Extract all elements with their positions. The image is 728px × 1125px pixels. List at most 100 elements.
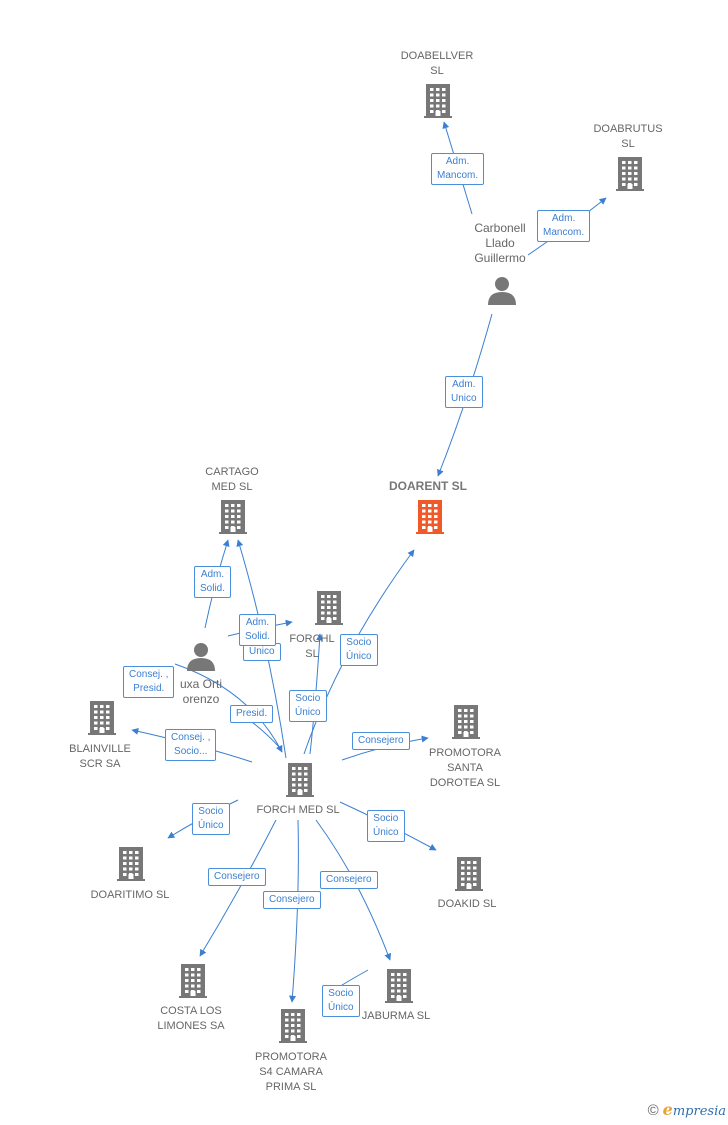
relation-label-line: Solid. — [245, 631, 271, 642]
node-label-line: uxa Orti — [180, 677, 222, 691]
relation-label-r15[interactable]: Consejero — [208, 868, 266, 886]
company-building-icon — [616, 157, 644, 191]
company-building-icon — [385, 969, 413, 1003]
node-label-line: DOARENT SL — [389, 479, 467, 493]
relation-label-line: Adm. — [452, 379, 476, 390]
relation-label-r6[interactable]: Adm. Solid. — [239, 614, 277, 646]
node-label-line: FORCH MED SL — [256, 804, 339, 816]
company-building-icon — [219, 500, 247, 534]
edges — [131, 121, 607, 1003]
relation-label-line: Consejero — [269, 894, 315, 905]
relation-label-line: Único — [346, 651, 372, 662]
node-label-line: PROMOTORA — [255, 1051, 328, 1063]
person-icon — [187, 643, 215, 671]
relation-label-r11[interactable]: Consejero — [352, 732, 410, 750]
edge-17 — [289, 819, 299, 1003]
company-building-icon — [279, 1009, 307, 1043]
relation-label-line: Adm. — [245, 617, 270, 628]
node-label-line: SCR SA — [80, 758, 122, 770]
brand-initial: e — [662, 1100, 673, 1119]
node-label-line: JABURMA SL — [362, 1010, 430, 1022]
relation-label-line: Único — [198, 820, 224, 831]
node-label-line: SL — [305, 648, 318, 660]
relation-label-r9[interactable]: Presid. — [230, 705, 274, 723]
brand-logo: empresia — [663, 1100, 726, 1119]
relation-label-line: Presid. — [133, 683, 165, 694]
node-doakid[interactable]: DOAKID SL — [438, 857, 497, 910]
company-building-icon — [286, 763, 314, 797]
node-doarent[interactable]: DOARENT SL — [389, 479, 467, 534]
relation-label-line: Único — [328, 1002, 354, 1013]
node-label-line: FORCHL — [289, 633, 334, 645]
relation-label-line: Socio — [328, 988, 354, 999]
node-label-line: Llado — [485, 236, 515, 250]
node-label-line: DOABRUTUS — [593, 123, 662, 135]
company-building-icon — [452, 705, 480, 739]
node-forchl[interactable]: FORCHL SL — [289, 591, 343, 660]
company-building-icon — [179, 964, 207, 998]
company-building-icon — [424, 84, 452, 118]
node-label-line: DOAKID SL — [438, 898, 497, 910]
relation-label-line: Consejero — [214, 871, 260, 882]
node-label-line: orenzo — [183, 692, 220, 706]
relation-label-line: Solid. — [200, 583, 226, 594]
node-doabellver[interactable]: DOABELLVER SL — [401, 50, 474, 118]
relation-label-line: Adm. — [551, 213, 576, 224]
relation-label-line: Socio — [198, 806, 224, 817]
company-building-icon — [88, 701, 116, 735]
relation-label-line: Unico — [451, 393, 477, 404]
relation-label-r17[interactable]: Consejero — [263, 891, 321, 909]
node-blainville[interactable]: BLAINVILLE SCR SA — [69, 701, 131, 770]
relation-label-line: Consej. , — [129, 669, 169, 680]
brand-name: mpresia — [672, 1104, 726, 1119]
node-doaritimo[interactable]: DOARITIMO SL — [91, 847, 170, 901]
node-label-line: S4 CAMARA — [259, 1066, 323, 1078]
edge-15 — [199, 819, 277, 957]
node-jaburma[interactable]: JABURMA SL — [362, 969, 430, 1022]
node-label-line: COSTA LOS — [160, 1005, 222, 1017]
company-building-icon — [315, 591, 343, 625]
relation-label-line: Presid. — [236, 708, 268, 719]
relation-label-r2[interactable]: Adm.Mancom. — [537, 210, 591, 242]
node-label-line: DOROTEA SL — [430, 777, 500, 789]
relation-label-line: Adm. — [200, 569, 225, 580]
node-label-line: PROMOTORA — [429, 747, 502, 759]
person-icon — [488, 277, 516, 305]
node-label-line: SL — [430, 65, 443, 77]
relation-label-line: Socio... — [174, 746, 208, 757]
company-building-icon — [455, 857, 483, 891]
relation-label-r4[interactable]: Adm. Solid. — [194, 566, 232, 598]
node-label-line: CARTAGO — [205, 466, 259, 478]
node-forch-med[interactable]: FORCH MED SL — [256, 763, 340, 816]
node-label-line: BLAINVILLE — [69, 743, 131, 755]
company-building-icon — [117, 847, 145, 881]
relation-label-line: Consejero — [326, 874, 372, 885]
node-promotora-santa[interactable]: PROMOTORA SANTA DOROTEA SL — [429, 705, 502, 789]
node-label-line: SANTA — [447, 762, 484, 774]
node-label-line: DOABELLVER — [401, 50, 474, 62]
relation-label-r8[interactable]: Consej. , Presid. — [123, 666, 175, 698]
relation-label-line: Socio — [373, 813, 399, 824]
relation-label-r16[interactable]: Consejero — [320, 871, 378, 889]
relation-label-line: Único — [295, 707, 321, 718]
relation-label-line: Único — [249, 646, 275, 657]
relation-label-r3[interactable]: Adm. Unico — [445, 376, 483, 408]
relation-label-line: Consejero — [358, 735, 404, 746]
relation-label-r1[interactable]: Adm.Mancom. — [431, 153, 485, 185]
node-label-line: DOARITIMO SL — [91, 889, 170, 901]
relation-label-line: Socio — [295, 693, 321, 704]
relation-label-line: Único — [373, 827, 399, 838]
relation-label-r12[interactable]: Consej. ,Socio... — [165, 729, 217, 761]
